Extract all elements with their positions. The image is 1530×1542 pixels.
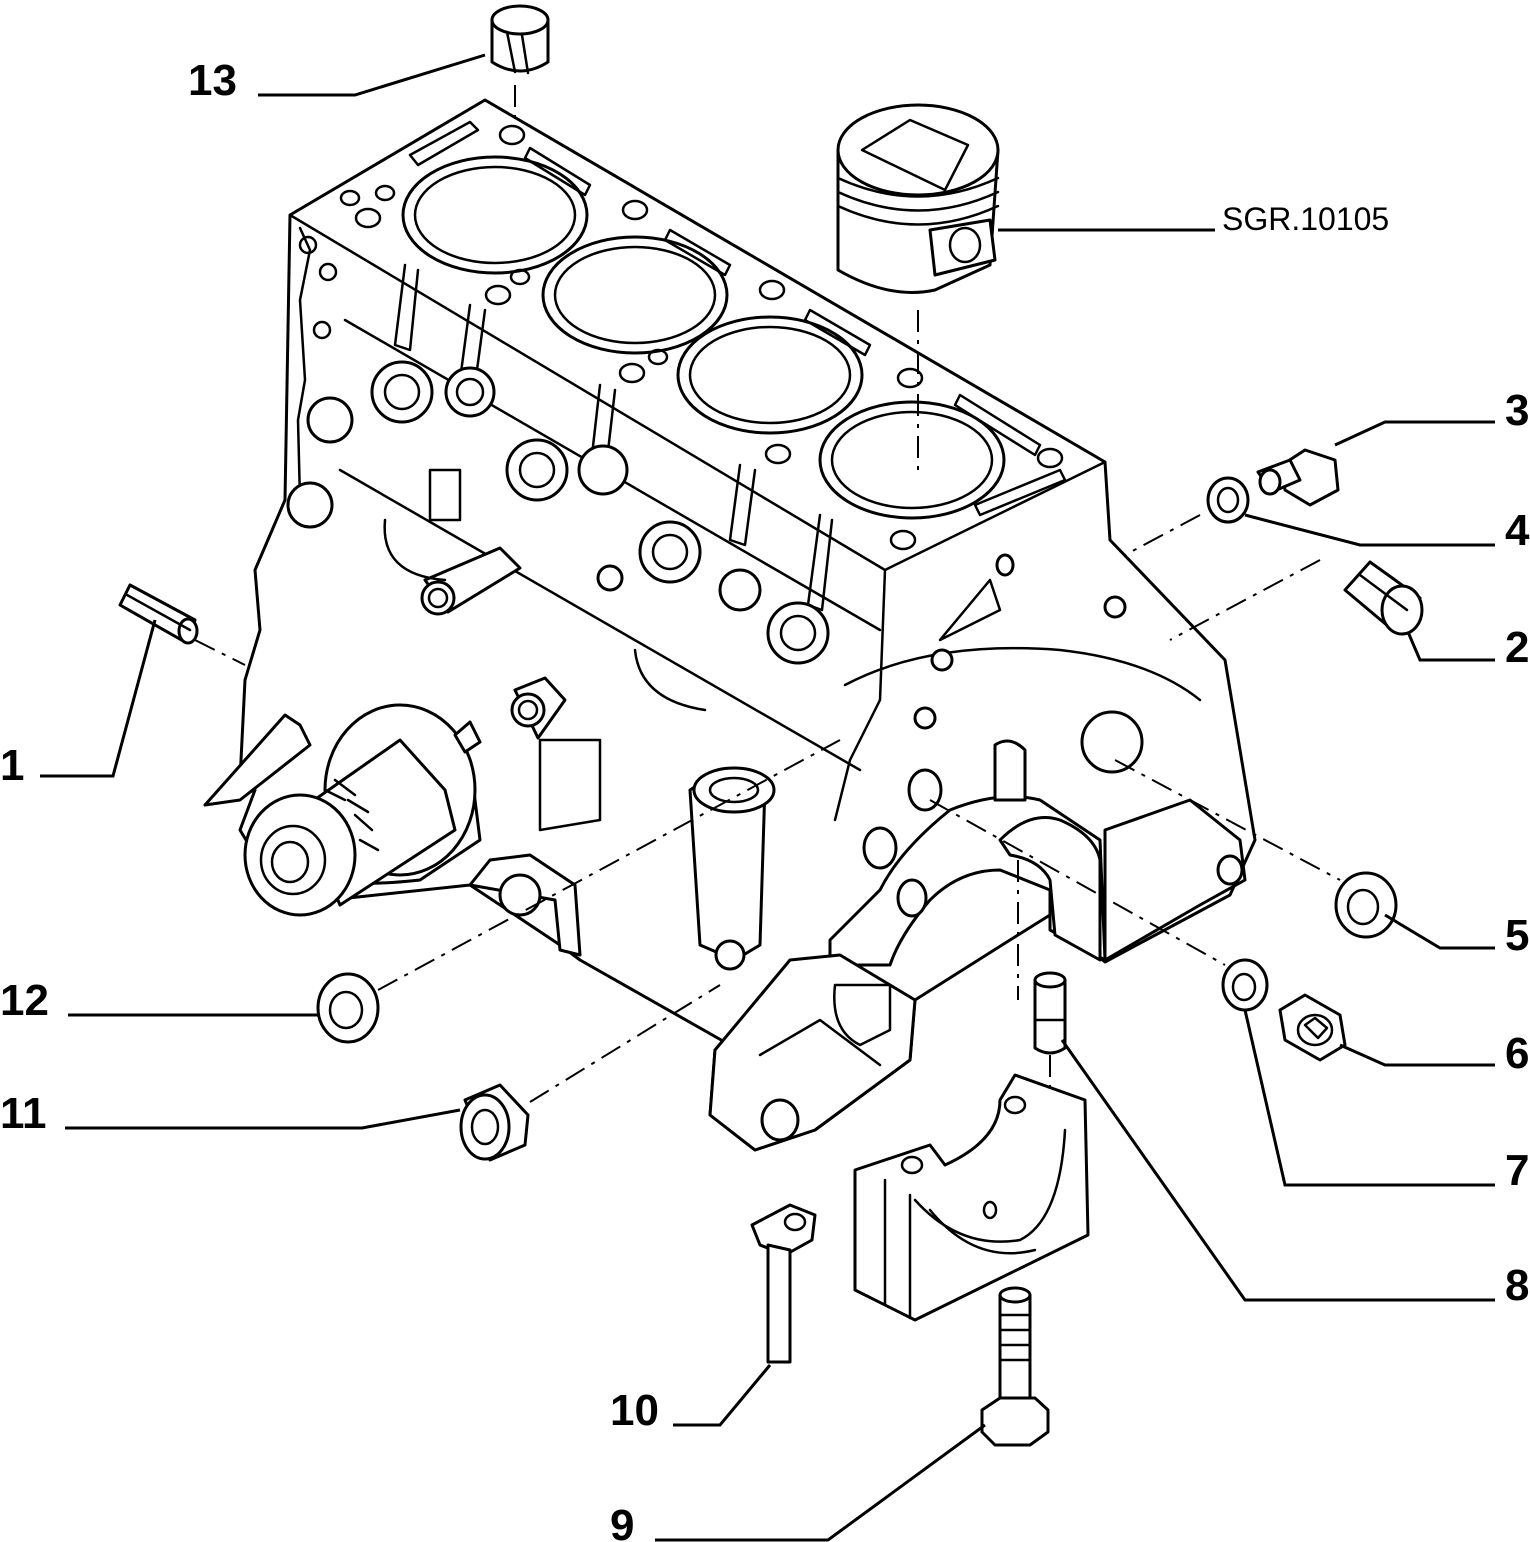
assembly-lines <box>194 85 1341 1103</box>
part-5-seal <box>1334 871 1398 939</box>
part-1-pin <box>118 583 199 645</box>
callout-5: 5 <box>1505 911 1529 960</box>
leader-lines <box>40 53 1495 1542</box>
part-13-sleeve <box>490 4 550 75</box>
callout-12: 12 <box>0 976 49 1025</box>
callout-labels: 13 SGR.10105 3 4 2 1 5 12 6 11 7 8 10 9 <box>0 56 1530 1542</box>
part-7-washer <box>1221 958 1269 1012</box>
part-10-oil-jet <box>750 1203 817 1364</box>
cylinder-bores <box>401 155 1006 520</box>
callout-10: 10 <box>610 1386 659 1435</box>
callout-13: 13 <box>188 56 237 105</box>
callout-8: 8 <box>1505 1261 1529 1310</box>
callout-9: 9 <box>610 1501 634 1542</box>
callout-11: 11 <box>0 1089 47 1138</box>
engine-block <box>203 98 1257 1152</box>
piston-reference-label: SGR.10105 <box>1222 201 1389 237</box>
callout-4: 4 <box>1505 506 1530 555</box>
callout-1: 1 <box>0 741 24 790</box>
deck-holes <box>339 124 1064 551</box>
piston <box>836 103 1000 294</box>
part-4-washer <box>1206 476 1250 524</box>
part-12-seal <box>316 972 380 1044</box>
part-8-dowel <box>1033 971 1067 1055</box>
part-6-hex-plug <box>1278 993 1347 1062</box>
part-11-grommet <box>459 1083 530 1162</box>
part-2-plug <box>1343 560 1424 636</box>
callout-3: 3 <box>1505 386 1529 435</box>
main-bearing-cap <box>853 1073 1090 1322</box>
callout-6: 6 <box>1505 1029 1529 1078</box>
oil-filter <box>203 703 482 917</box>
callout-7: 7 <box>1505 1146 1529 1195</box>
callout-2: 2 <box>1505 623 1529 672</box>
part-9-bolt <box>980 1286 1050 1447</box>
part-3-drain-plug <box>1256 448 1340 507</box>
